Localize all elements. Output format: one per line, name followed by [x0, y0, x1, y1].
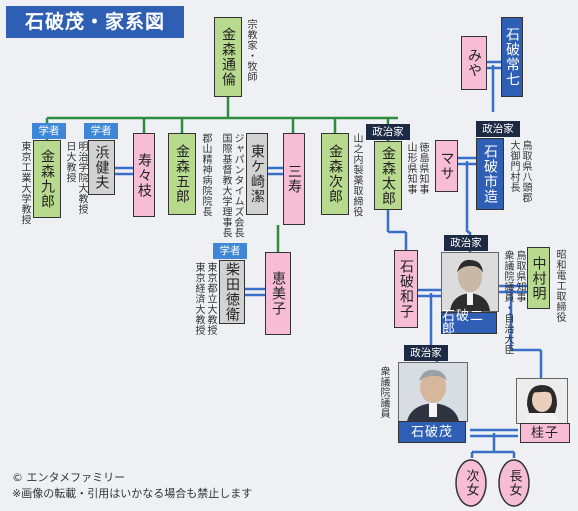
person-nakamura-akira: 中村明 — [527, 247, 550, 309]
reproduction-notice: ※画像の転載・引用はいかなる場合も禁止します — [12, 487, 253, 500]
page-title: 石破茂・家系図 — [6, 6, 184, 38]
person-miya: みや — [461, 36, 487, 90]
person-chojo: 長女 — [506, 469, 522, 497]
daughter-ellipse-shapes — [455, 459, 530, 507]
ishiba-jiro-photo — [441, 252, 499, 312]
person-jujueda: 寿々枝 — [133, 133, 155, 217]
person-kanamori-jiro: 金森次郎 — [321, 133, 349, 215]
person-ishiba-tsunehichi: 石破常七 — [501, 17, 523, 97]
note-nakamura-akira: 昭和電工取締役 — [554, 249, 565, 323]
ishiba-shigeru-photo — [398, 362, 468, 422]
person-kanamori-goro: 金森五郎 — [168, 133, 196, 215]
person-higashi-kesaki-kiyoshi: 東ケ崎潔 — [246, 133, 268, 215]
keiko-photo — [516, 378, 568, 424]
person-ishiba-kazuko: 石破和子 — [394, 250, 418, 328]
note-ishiba-jiro: 鳥取県知事 衆議院議員・自治大臣 — [502, 250, 525, 355]
politician-badge: 政治家 — [476, 121, 520, 137]
note-kanamori-taro: 徳島県知事 山形県知事 — [405, 142, 428, 195]
politician-badge: 政治家 — [366, 124, 410, 140]
person-keiko: 桂子 — [520, 423, 570, 443]
person-ishiba-jiro: 石破二郎 — [441, 310, 497, 336]
person-masa: マサ — [435, 140, 458, 192]
person-kanamori-tsuneji: 金森通倫 — [214, 17, 242, 97]
note-higashi-kesaki-kiyoshi: ジャパンタイムズ会長 国際基督教大学理事長 — [220, 133, 243, 238]
scholar-badge: 学者 — [32, 123, 66, 139]
note-kanamori-tsuneji: 宗教家・牧師 — [245, 19, 256, 82]
note-ishiba-tsunehichi: 鳥取県八頭郡 大御門村長 — [508, 140, 531, 203]
person-mitsu: 三寿 — [283, 133, 305, 225]
scholar-badge: 学者 — [84, 123, 118, 139]
person-ishiba-shigeru: 石破茂 — [398, 421, 466, 443]
note-kanamori-jiro: 山之内製薬取締役 — [351, 133, 362, 217]
person-ishiba-ichizo: 石破市造 — [476, 138, 504, 210]
person-shibata-tokue: 柴田徳衛 — [219, 260, 245, 324]
person-kanamori-taro: 金森太郎 — [374, 141, 402, 210]
politician-badge: 政治家 — [444, 235, 488, 251]
scholar-badge: 学者 — [213, 243, 247, 259]
note-hama-takeo: 明治学院大教授 日大教授 — [64, 141, 87, 215]
person-jijo: 次女 — [463, 469, 479, 497]
note-kanamori-goro: 郡山精神病院院長 — [200, 133, 211, 217]
person-kanamori-kuro: 金森九郎 — [33, 140, 61, 218]
note-shibata-tokue: 東京都立大教授 東京経済大教授 — [193, 262, 216, 336]
copyright-text: © エンタメファミリー — [12, 471, 126, 484]
person-hama-takeo: 浜健夫 — [88, 140, 115, 195]
note-kanamori-kuro: 東京工業大学教授 — [19, 141, 30, 225]
politician-badge: 政治家 — [404, 345, 448, 361]
person-emiko: 恵美子 — [265, 252, 291, 335]
note-ishiba-shigeru: 衆議院議員 — [378, 366, 389, 419]
